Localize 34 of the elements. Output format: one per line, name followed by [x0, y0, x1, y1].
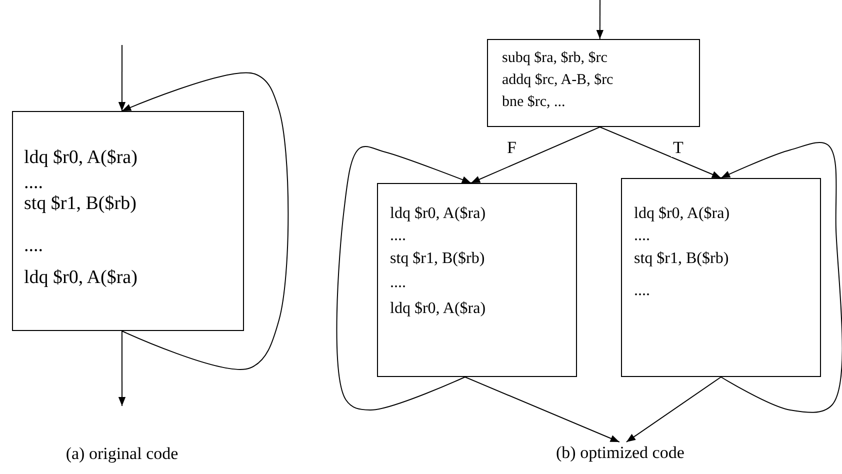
code-line: ldq $r0, A($ra)	[390, 299, 486, 319]
code-line: stq $r1, B($rb)	[390, 249, 485, 269]
code-line: ldq $r0, A($ra)	[24, 268, 138, 288]
code-line: bne $rc, ...	[502, 93, 566, 112]
figure-caption: (b) optimized code	[556, 443, 684, 463]
code-line: ....	[634, 226, 650, 246]
code-line: ldq $r0, A($ra)	[634, 204, 730, 224]
loop-arrow	[720, 142, 842, 413]
code-line: stq $r1, B($rb)	[634, 249, 729, 269]
code-block-box	[487, 39, 700, 127]
arrow	[596, 0, 604, 40]
code-line: addq $rc, A-B, $rc	[502, 71, 614, 90]
code-line: ldq $r0, A($ra)	[24, 148, 138, 168]
arrow	[118, 330, 126, 406]
code-line: ....	[24, 173, 43, 193]
arrow	[118, 44, 126, 112]
arrow	[599, 126, 722, 178]
loop-arrow	[336, 146, 472, 410]
code-line: subq $ra, $rb, $rc	[502, 49, 608, 68]
code-line: ....	[390, 226, 406, 246]
code-line: stq $r1, B($rb)	[24, 194, 136, 214]
arrow	[464, 376, 620, 442]
code-line: ....	[634, 281, 650, 301]
edge-label: T	[671, 139, 686, 157]
arrow	[626, 376, 722, 442]
code-block-box	[621, 178, 821, 377]
code-line: ....	[24, 236, 43, 256]
arrow	[470, 126, 600, 184]
loop-arrow	[121, 72, 289, 370]
code-line: ldq $r0, A($ra)	[390, 204, 486, 224]
figure-caption: (a) original code	[66, 444, 178, 464]
code-line: ....	[390, 273, 406, 293]
code-block-box	[377, 183, 577, 377]
code-block-box	[12, 111, 244, 331]
